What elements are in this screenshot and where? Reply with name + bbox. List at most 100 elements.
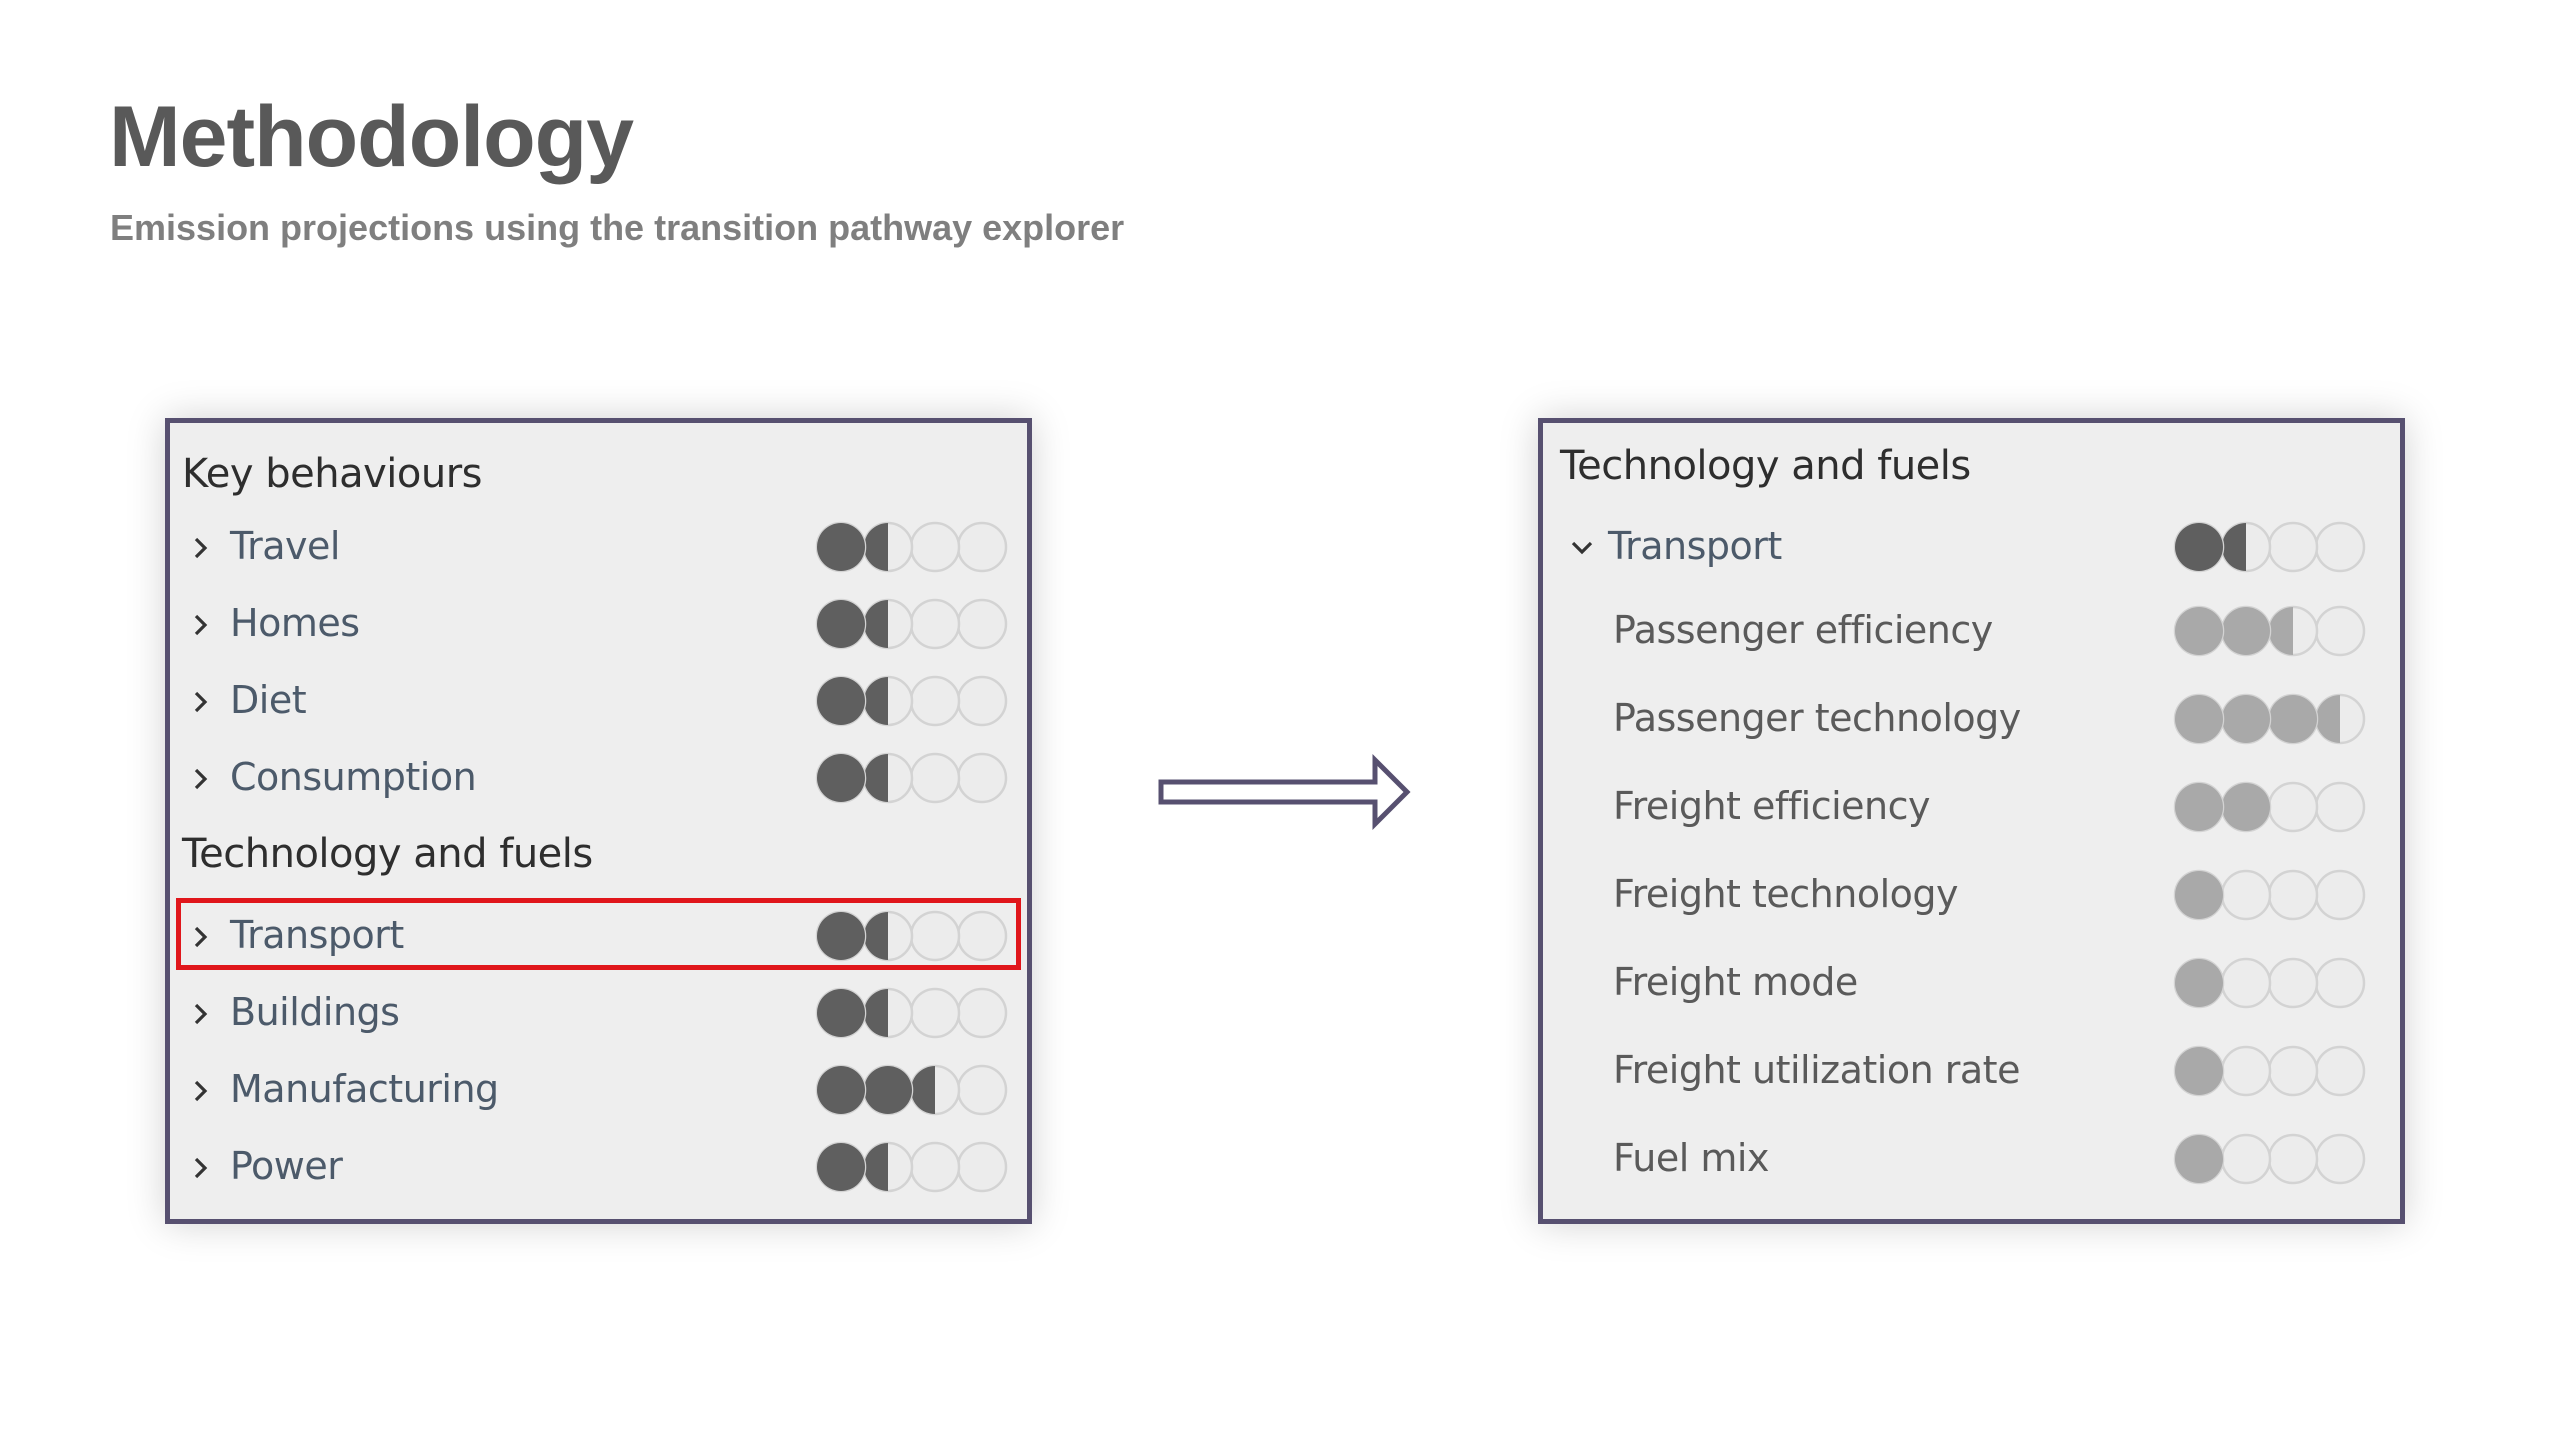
level-dot[interactable] [2267,605,2319,657]
lever-level-indicator[interactable] [2173,1129,2373,1191]
level-dot[interactable] [909,1064,961,1116]
lever-level-indicator[interactable] [815,906,1015,968]
level-dot[interactable] [2314,1045,2366,1097]
sub-lever-row[interactable]: Passenger technology [1543,687,2400,753]
lever-level-indicator[interactable] [2173,601,2373,663]
lever-level-indicator[interactable] [815,748,1015,810]
level-dot[interactable] [2267,1133,2319,1185]
level-dot[interactable] [815,910,867,962]
lever-row-diet[interactable]: Diet [170,669,1027,735]
level-dot[interactable] [909,1141,961,1193]
level-dot[interactable] [862,910,914,962]
level-dot[interactable] [862,521,914,573]
level-dot[interactable] [956,1141,1008,1193]
level-dot[interactable] [815,752,867,804]
level-dot[interactable] [2173,521,2225,573]
level-dot[interactable] [2220,1133,2272,1185]
level-dot[interactable] [956,987,1008,1039]
chevron-right-icon[interactable] [186,764,216,794]
level-dot[interactable] [956,521,1008,573]
level-dot[interactable] [2314,521,2366,573]
chevron-right-icon[interactable] [186,1153,216,1183]
chevron-right-icon[interactable] [186,687,216,717]
chevron-right-icon[interactable] [186,999,216,1029]
level-dot[interactable] [909,675,961,727]
level-dot[interactable] [956,598,1008,650]
sub-lever-row[interactable]: Freight mode [1543,951,2400,1017]
lever-level-indicator[interactable] [815,594,1015,656]
level-dot[interactable] [2314,869,2366,921]
lever-row-transport-expanded[interactable]: Transport [1543,515,2400,581]
lever-level-indicator[interactable] [2173,777,2373,839]
level-dot[interactable] [956,1064,1008,1116]
level-dot[interactable] [815,1064,867,1116]
level-dot[interactable] [2267,781,2319,833]
level-dot[interactable] [2173,781,2225,833]
level-dot[interactable] [815,675,867,727]
sub-lever-row[interactable]: Fuel mix [1543,1127,2400,1193]
level-dot[interactable] [2173,1133,2225,1185]
chevron-right-icon[interactable] [186,533,216,563]
level-dot[interactable] [956,752,1008,804]
lever-row-travel[interactable]: Travel [170,515,1027,581]
sub-lever-row[interactable]: Freight technology [1543,863,2400,929]
lever-level-indicator[interactable] [815,517,1015,579]
level-dot[interactable] [862,1064,914,1116]
level-dot[interactable] [2267,521,2319,573]
lever-level-indicator[interactable] [2173,689,2373,751]
lever-row-homes[interactable]: Homes [170,592,1027,658]
sub-lever-row[interactable]: Freight utilization rate [1543,1039,2400,1105]
sub-lever-row[interactable]: Passenger efficiency [1543,599,2400,665]
level-dot[interactable] [2220,1045,2272,1097]
level-dot[interactable] [2173,605,2225,657]
level-dot[interactable] [2267,957,2319,1009]
lever-row-buildings[interactable]: Buildings [170,981,1027,1047]
level-dot[interactable] [862,1141,914,1193]
level-dot[interactable] [815,598,867,650]
level-dot[interactable] [2314,1133,2366,1185]
level-dot[interactable] [815,521,867,573]
level-dot[interactable] [2220,869,2272,921]
level-dot[interactable] [2173,869,2225,921]
chevron-right-icon[interactable] [186,1076,216,1106]
level-dot[interactable] [862,752,914,804]
level-dot[interactable] [2314,781,2366,833]
lever-row-consumption[interactable]: Consumption [170,746,1027,812]
lever-level-indicator[interactable] [2173,953,2373,1015]
level-dot[interactable] [2314,957,2366,1009]
level-dot[interactable] [2267,1045,2319,1097]
chevron-right-icon[interactable] [186,922,216,952]
chevron-right-icon[interactable] [186,610,216,640]
lever-level-indicator[interactable] [815,1060,1015,1122]
lever-row-power[interactable]: Power [170,1135,1027,1201]
level-dot[interactable] [2173,693,2225,745]
lever-level-indicator[interactable] [2173,865,2373,927]
level-dot[interactable] [909,752,961,804]
level-dot[interactable] [2173,957,2225,1009]
level-dot[interactable] [862,987,914,1039]
level-dot[interactable] [862,598,914,650]
level-dot[interactable] [2220,693,2272,745]
level-dot[interactable] [909,521,961,573]
lever-level-indicator[interactable] [815,671,1015,733]
lever-level-indicator[interactable] [2173,1041,2373,1103]
lever-row-transport[interactable]: Transport [170,898,1027,970]
lever-level-indicator[interactable] [815,1137,1015,1199]
level-dot[interactable] [862,675,914,727]
level-dot[interactable] [2220,605,2272,657]
level-dot[interactable] [2267,869,2319,921]
level-dot[interactable] [815,1141,867,1193]
level-dot[interactable] [2220,521,2272,573]
sub-lever-row[interactable]: Freight efficiency [1543,775,2400,841]
level-dot[interactable] [909,598,961,650]
level-dot[interactable] [909,910,961,962]
level-dot[interactable] [956,910,1008,962]
lever-level-indicator[interactable] [815,983,1015,1045]
level-dot[interactable] [909,987,961,1039]
level-dot[interactable] [2220,781,2272,833]
level-dot[interactable] [2220,957,2272,1009]
chevron-down-icon[interactable] [1567,533,1597,563]
level-dot[interactable] [2314,605,2366,657]
level-dot[interactable] [2267,693,2319,745]
level-dot[interactable] [956,675,1008,727]
